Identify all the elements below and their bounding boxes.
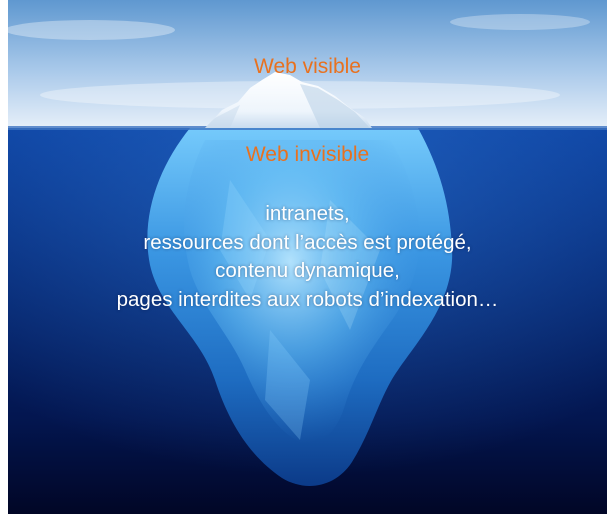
label-web-visible: Web visible [254, 55, 361, 78]
hidden-web-examples: intranets, ressources dont l’accès est p… [0, 200, 615, 314]
cloud [450, 14, 590, 30]
iceberg-facet [220, 180, 270, 300]
example-protected-resources: ressources dont l’accès est protégé, [143, 230, 472, 254]
iceberg-tip-shadow [205, 105, 240, 128]
example-robots-forbidden-pages: pages interdites aux robots d’indexation… [116, 287, 499, 311]
example-dynamic-content: contenu dynamique, [215, 259, 400, 282]
example-intranets: intranets, [265, 202, 350, 225]
iceberg-facet [265, 330, 310, 440]
iceberg-underwater-core [184, 140, 420, 444]
iceberg-facet [320, 200, 380, 330]
cloud [5, 20, 175, 40]
label-web-invisible: Web invisible [245, 143, 370, 166]
iceberg-tip-shadow [300, 84, 370, 128]
